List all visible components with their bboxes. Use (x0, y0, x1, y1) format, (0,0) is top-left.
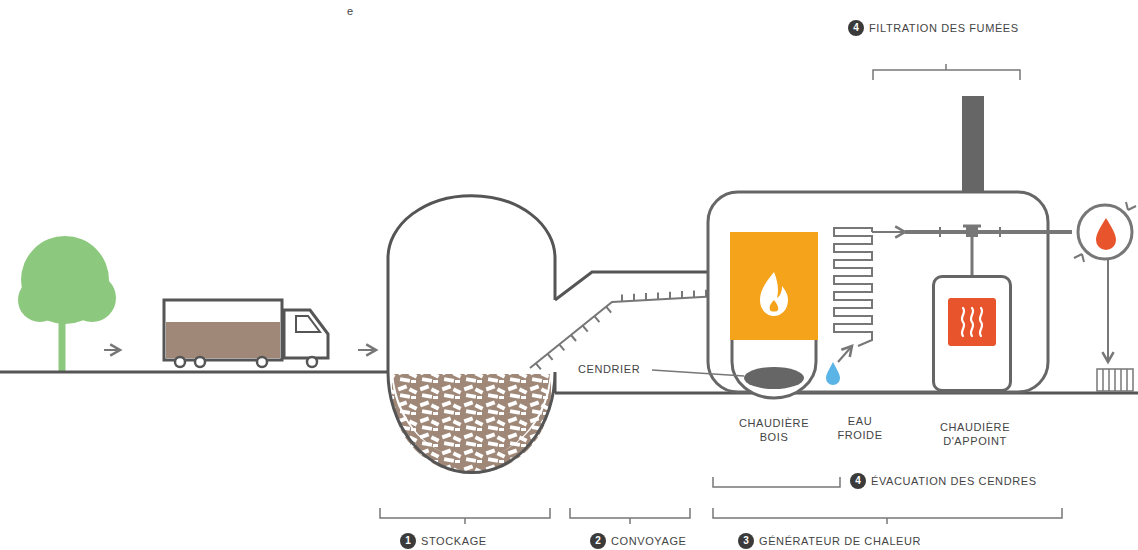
callout-number: 2 (590, 533, 606, 549)
boiler-label: CHAUDIÈRE BOIS (724, 416, 824, 444)
conveyor (555, 272, 708, 300)
callout-number: 3 (738, 533, 754, 549)
conveyor (536, 363, 541, 369)
heat-coil (838, 346, 852, 362)
tree (18, 236, 116, 372)
part-label: CENDRIER (578, 362, 640, 376)
circulator (1126, 202, 1136, 210)
hot-water-pipe (999, 227, 1001, 237)
section-label: GÉNÉRATEUR DE CHALEUR (759, 534, 921, 548)
boiler-label: CHAUDIÈRE D'APPOINT (915, 420, 1035, 448)
conveyor (645, 293, 647, 300)
truck (166, 322, 280, 358)
radiator (1102, 369, 1104, 391)
heat-coil (826, 362, 840, 385)
heat-coil (826, 228, 905, 385)
heat-coil (872, 231, 905, 233)
truck (175, 357, 185, 367)
conveyor (583, 326, 588, 332)
ash-pit (732, 338, 816, 398)
conveyor (669, 292, 671, 299)
flame-icon (730, 232, 818, 340)
truck (195, 357, 205, 367)
truck (164, 300, 328, 367)
radiator (1126, 369, 1128, 391)
conveyor (559, 344, 564, 350)
conveyor (606, 307, 611, 313)
heater-icon (935, 278, 1009, 389)
hot-water-pipe (939, 227, 941, 237)
hot-water-pipe (963, 225, 981, 228)
circulator (1096, 218, 1116, 250)
radiator (1097, 369, 1133, 391)
section-label: FILTRATION DES FUMÉES (869, 21, 1019, 35)
circulator (1107, 259, 1109, 362)
flow-arrow (104, 349, 120, 351)
ash-pit (744, 367, 804, 389)
conveyor (621, 294, 623, 301)
ash-pit (732, 338, 816, 398)
truck (284, 310, 328, 358)
bracket (713, 508, 1062, 524)
bracket (570, 508, 690, 524)
circulator (1074, 202, 1136, 362)
conveyor (633, 294, 635, 301)
tree (18, 278, 62, 322)
conveyor (594, 316, 599, 322)
conveyor (548, 354, 553, 360)
wood-boiler: CHAUDIÈRE BOIS (730, 232, 818, 340)
section-label: ÉVACUATION DES CENDRES (871, 474, 1037, 488)
callout-number: 1 (400, 533, 416, 549)
conveyor (536, 290, 706, 370)
radiator (1114, 369, 1116, 391)
hot-water-pipe (905, 230, 1072, 234)
hot-water-pipe (966, 227, 978, 237)
part-label: EAU FROIDE (828, 414, 892, 442)
truck (164, 300, 282, 360)
conveyor (530, 296, 720, 368)
stray-mark: e (347, 4, 354, 18)
conveyor (681, 291, 683, 298)
bracket (380, 508, 550, 524)
conveyor (530, 272, 720, 369)
bracket (380, 64, 1062, 524)
truck (257, 357, 267, 367)
tree (68, 274, 116, 322)
backup-boiler: CHAUDIÈRE D'APPOINT (932, 275, 1012, 392)
hot-water-pipe (905, 226, 1072, 275)
leader-line (652, 370, 744, 376)
flow-arrow (358, 349, 376, 351)
conveyor (693, 290, 695, 297)
bracket (873, 64, 1020, 80)
callout-number: 4 (848, 20, 864, 36)
section-label: CONVOYAGE (611, 534, 687, 548)
silo (388, 196, 555, 474)
circulator (1078, 205, 1132, 259)
boiler-house (962, 96, 984, 194)
radiator (1108, 369, 1110, 391)
truck (307, 357, 317, 367)
radiator (1097, 369, 1133, 391)
truck (296, 316, 320, 332)
circulator (1074, 254, 1084, 262)
ground-line (0, 371, 388, 374)
conveyor (571, 335, 576, 341)
callout-number: 4 (850, 473, 866, 489)
hot-water-pipe (971, 232, 974, 275)
section-label: STOCKAGE (421, 534, 487, 548)
radiator (1120, 369, 1122, 391)
silo (388, 372, 555, 473)
bracket (713, 477, 840, 487)
conveyor (657, 292, 659, 299)
silo (388, 196, 555, 372)
heat-coil (834, 228, 872, 346)
